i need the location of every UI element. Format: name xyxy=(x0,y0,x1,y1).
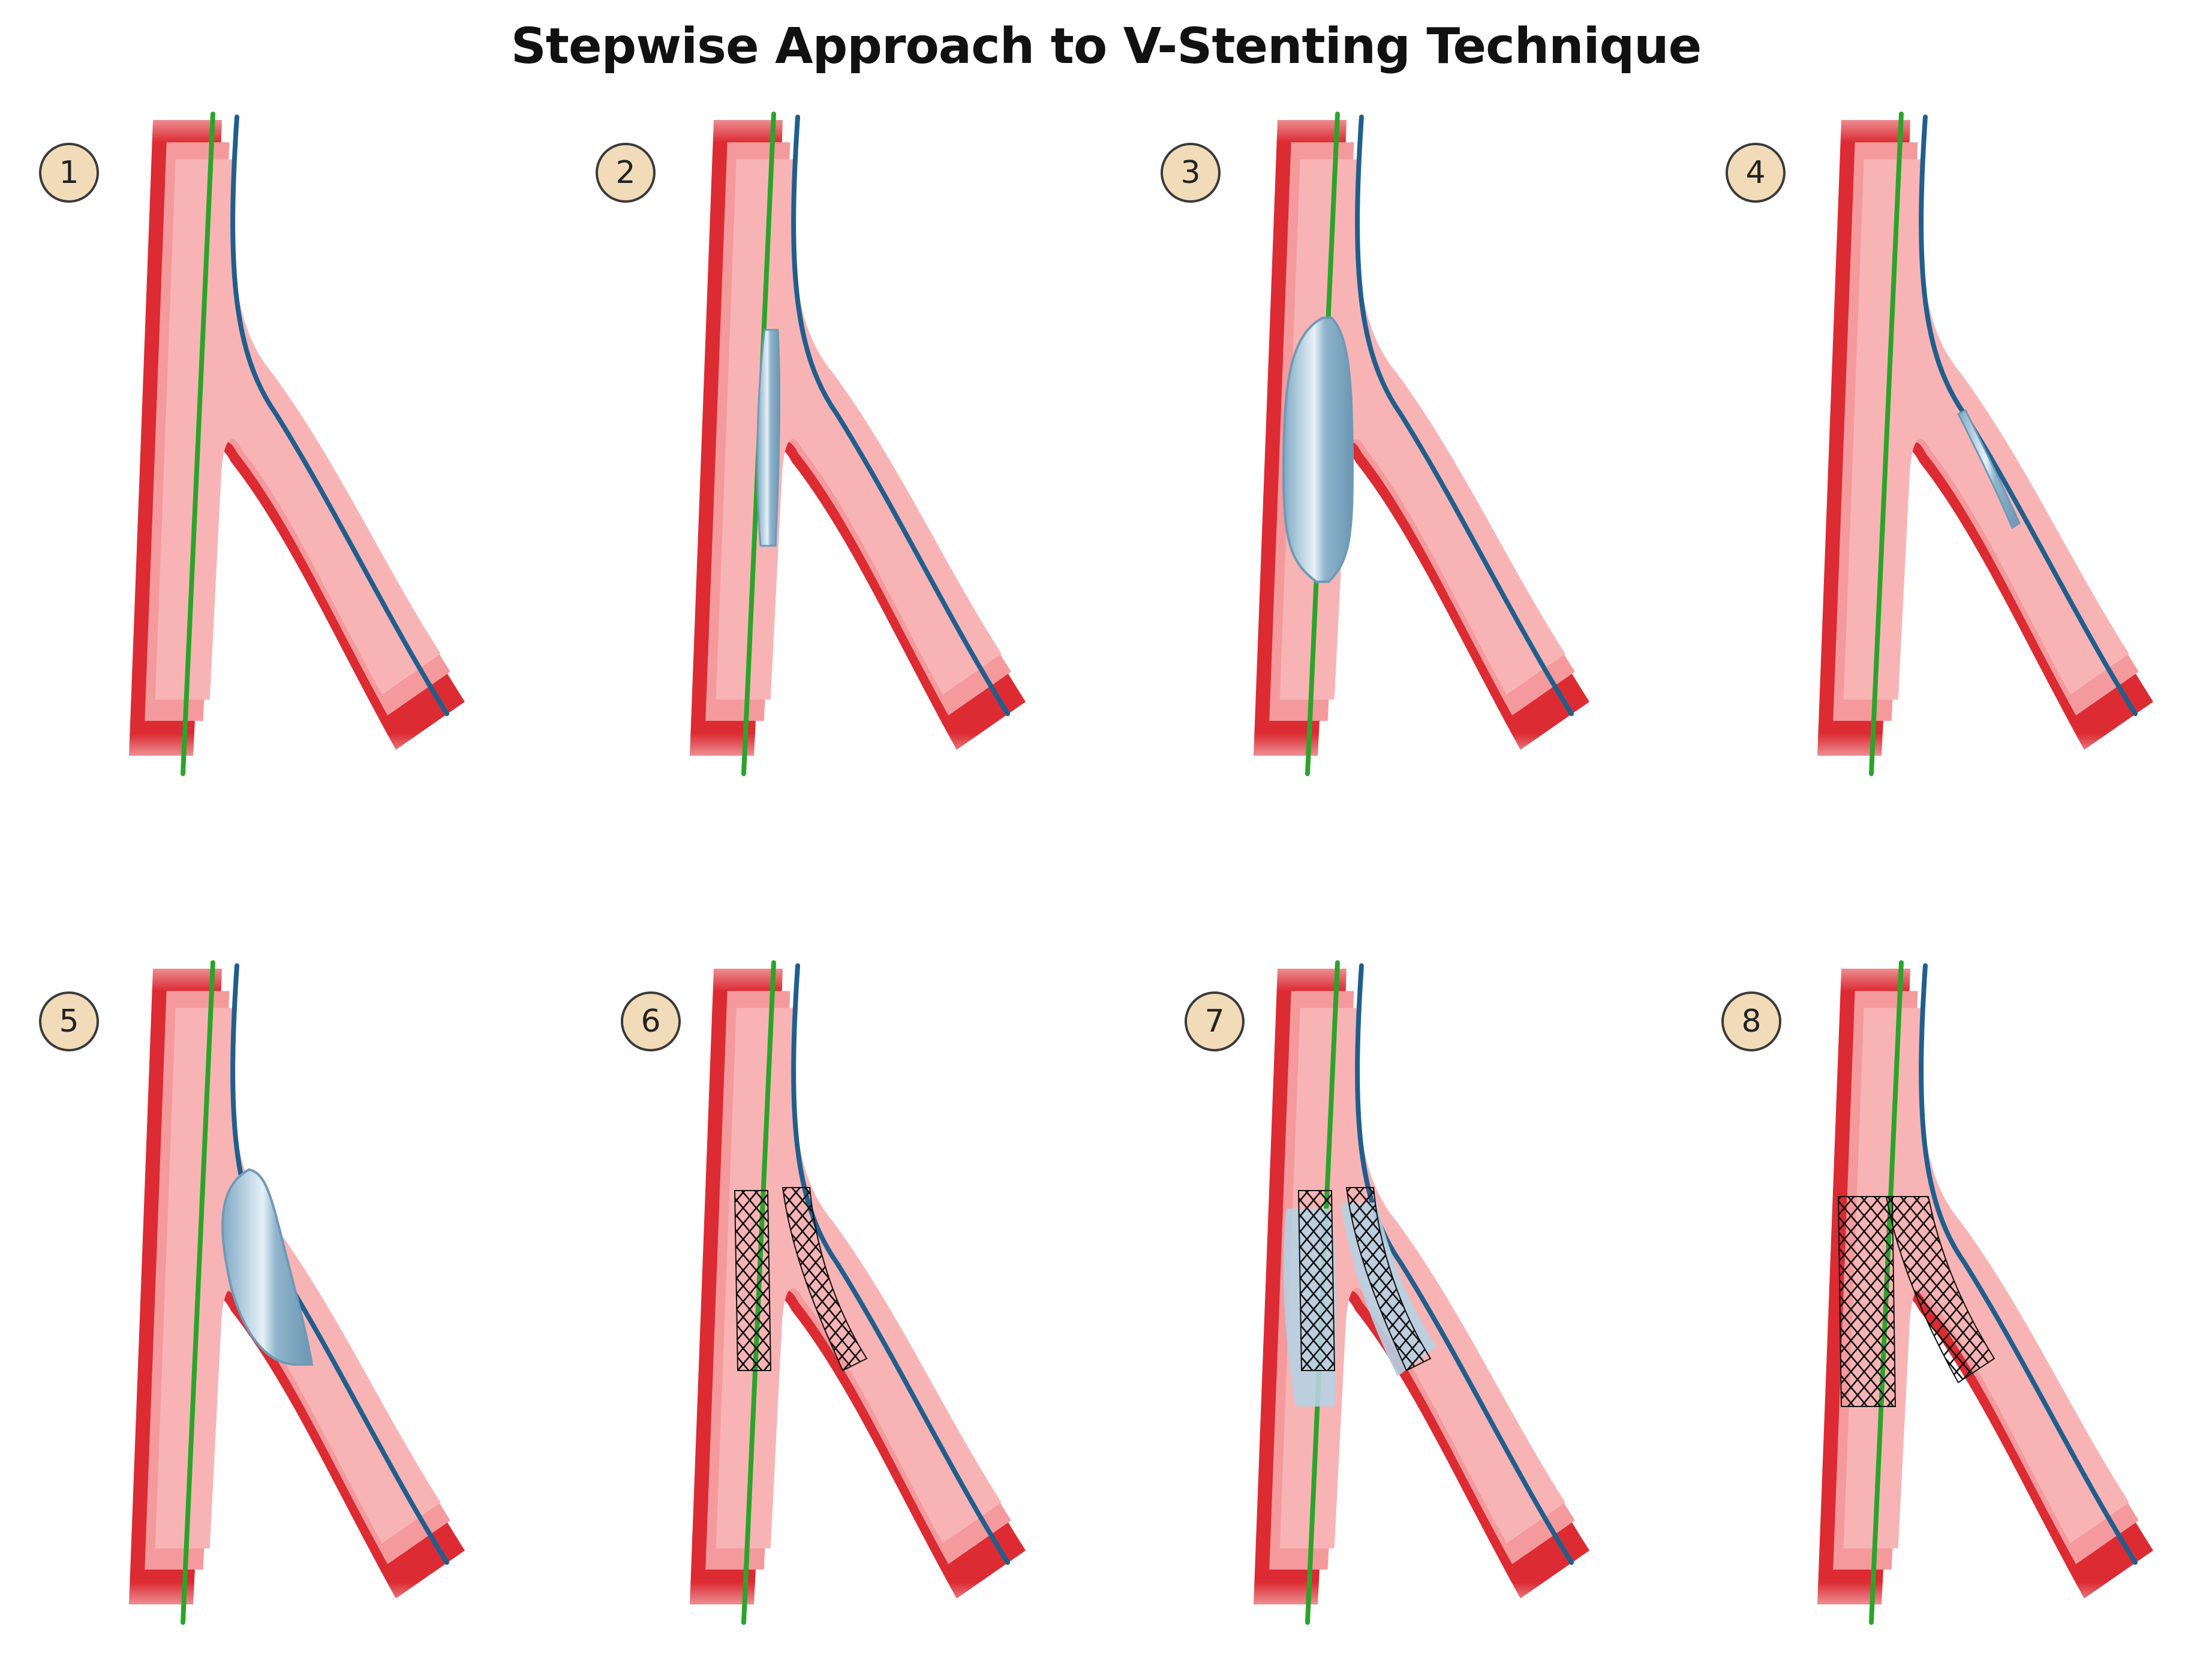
stent xyxy=(782,1187,868,1372)
inflated-balloon xyxy=(221,1168,314,1366)
step-number-badge: 1 xyxy=(39,143,99,203)
deployed-stents xyxy=(1837,1196,1995,1407)
coronary-bifurcation xyxy=(1772,951,2192,1622)
coronary-bifurcation xyxy=(1772,102,2192,774)
step-number-badge: 4 xyxy=(1726,143,1786,203)
coronary-bifurcation xyxy=(1209,951,1628,1622)
step-5-illustration xyxy=(84,951,504,1625)
step-2-illustration xyxy=(645,102,1065,776)
coronary-bifurcation xyxy=(645,951,1065,1622)
main-branch-guidewire xyxy=(181,960,215,1625)
side-branch-guidewire xyxy=(791,963,1010,1565)
inflated-balloon xyxy=(1282,317,1354,583)
step-3-illustration xyxy=(1209,102,1628,776)
step-4-illustration xyxy=(1772,102,2192,776)
step-number-badge: 8 xyxy=(1721,991,1781,1051)
step-8-illustration xyxy=(1772,951,2192,1625)
side-branch-guidewire xyxy=(230,115,449,716)
deflated-balloon xyxy=(1956,408,2021,530)
side-branch-guidewire xyxy=(791,115,1010,716)
step-1-illustration xyxy=(84,102,504,776)
step-number-badge: 7 xyxy=(1185,991,1245,1051)
step-number-badge: 5 xyxy=(39,991,99,1051)
step-6-illustration xyxy=(645,951,1065,1625)
side-branch-guidewire xyxy=(1919,963,2138,1565)
step-number-badge: 3 xyxy=(1161,143,1221,203)
main-branch-guidewire xyxy=(1869,112,1904,776)
coronary-bifurcation xyxy=(645,102,1065,774)
stent xyxy=(1345,1187,1432,1372)
coronary-bifurcation xyxy=(1209,102,1628,774)
side-branch-guidewire xyxy=(1355,115,1574,716)
stent xyxy=(734,1190,772,1371)
step-7-illustration xyxy=(1209,951,1628,1625)
main-branch-guidewire xyxy=(181,112,215,776)
deflated-balloon xyxy=(756,329,781,547)
stent xyxy=(1297,1190,1336,1371)
step-number-badge: 6 xyxy=(621,991,681,1051)
figure-title: Stepwise Approach to V-Stenting Techniqu… xyxy=(510,18,1702,75)
side-branch-guidewire xyxy=(1355,963,1574,1565)
coronary-bifurcation xyxy=(84,102,504,774)
step-number-badge: 2 xyxy=(596,143,656,203)
